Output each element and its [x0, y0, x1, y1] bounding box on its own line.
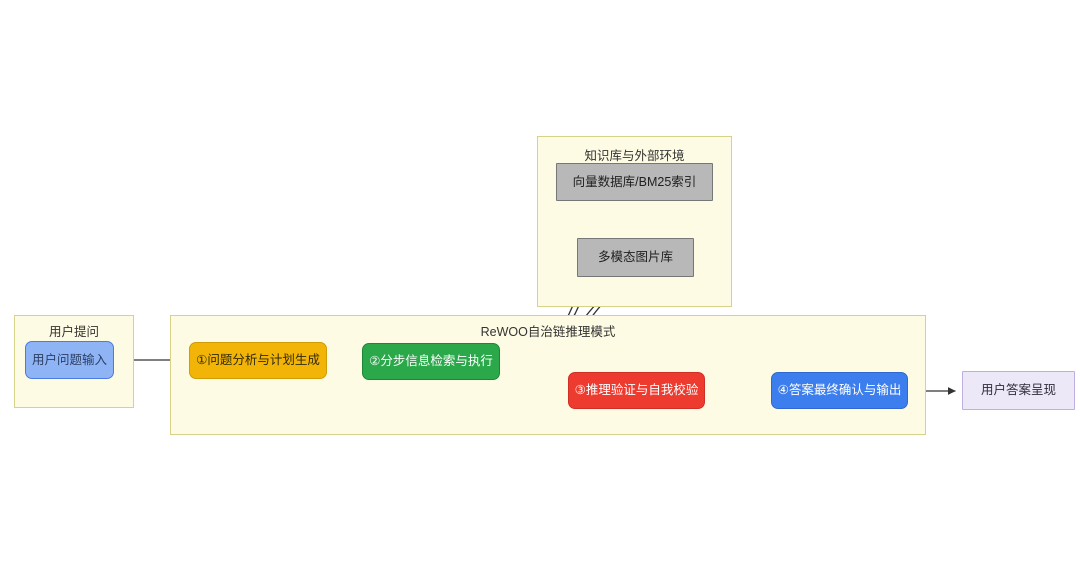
rewoo-subgraph-title: ReWOO自治链推理模式 — [480, 325, 616, 339]
node-step2-stepwise-retrieval[interactable]: ②分步信息检索与执行 — [362, 343, 500, 380]
node-step4-final-answer-output[interactable]: ④答案最终确认与输出 — [771, 372, 908, 409]
node-vector-database[interactable]: 向量数据库/BM25索引 — [556, 163, 713, 201]
knowledge-base-subgraph-title: 知识库与外部环境 — [584, 149, 685, 163]
node-user-answer-presentation[interactable]: 用户答案呈现 — [962, 371, 1075, 410]
node-user-question-input[interactable]: 用户问题输入 — [25, 341, 114, 379]
node-step3-reasoning-verification[interactable]: ③推理验证与自我校验 — [568, 372, 705, 409]
user-question-subgraph-title: 用户提问 — [48, 325, 99, 339]
node-multimodal-image-library[interactable]: 多模态图片库 — [577, 238, 694, 277]
node-step1-question-analysis[interactable]: ①问题分析与计划生成 — [189, 342, 327, 379]
